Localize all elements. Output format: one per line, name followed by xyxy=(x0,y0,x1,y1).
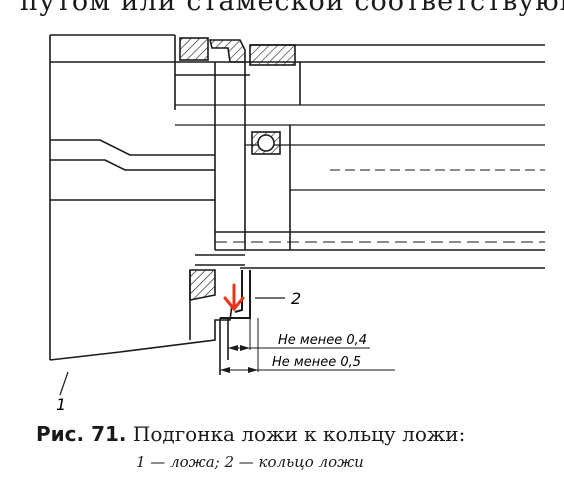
red-arrow-icon xyxy=(223,283,245,312)
callout-1: 1 xyxy=(56,395,66,414)
figure-title: Подгонка ложи к кольцу ложи: xyxy=(132,422,466,446)
page-text-fragment: путом или стамеской соответствующ xyxy=(20,0,564,17)
dimension-label-0-5: Не менее 0,5 xyxy=(272,355,361,370)
figure-caption: Рис. 71. Подгонка ложи к кольцу ложи: xyxy=(36,422,556,446)
figure-number: Рис. 71. xyxy=(36,422,127,446)
dimension-label-0-4: Не менее 0,4 xyxy=(278,333,367,348)
figure-legend: 1 — ложа; 2 — кольцо ложи xyxy=(136,453,364,471)
callout-2: 2 xyxy=(291,289,301,308)
